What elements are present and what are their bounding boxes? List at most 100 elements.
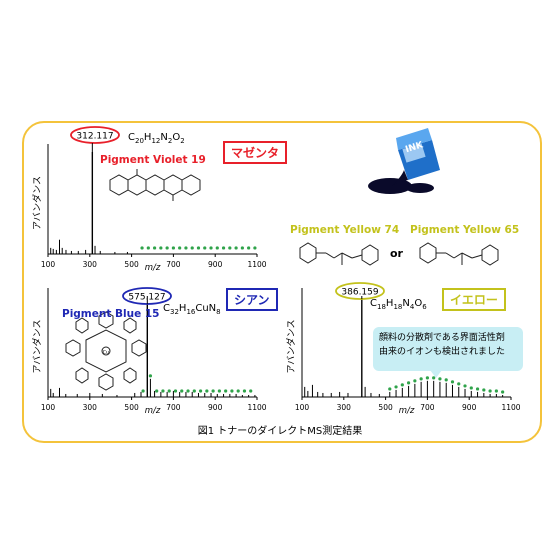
formula-part: 2: [180, 137, 185, 145]
adduct-marker: [152, 246, 157, 250]
formula-part: 20: [134, 137, 144, 145]
x-tick-label: 700: [420, 403, 435, 412]
formula-part: 6: [422, 303, 427, 311]
pigment-blue-15-name: Pigment Blue 15: [62, 308, 160, 320]
magenta-label: マゼンタ: [223, 141, 288, 164]
x-tick-label: 1100: [247, 403, 266, 412]
adduct-marker: [501, 390, 505, 394]
formula-part: H: [143, 132, 152, 143]
adduct-marker: [155, 389, 159, 393]
x-axis-label: m/z: [145, 263, 161, 273]
formula-part: 18: [376, 303, 386, 311]
adduct-marker: [192, 389, 196, 393]
formula-part: 8: [216, 308, 221, 316]
cyan-formula: C32H16CuN8: [163, 303, 221, 316]
adduct-marker: [488, 389, 492, 393]
adduct-marker: [438, 377, 442, 381]
x-axis-label: m/z: [399, 406, 415, 416]
adduct-marker: [463, 384, 467, 388]
adduct-marker: [444, 378, 448, 382]
adduct-marker: [140, 246, 144, 250]
adduct-marker: [173, 389, 178, 393]
or-conjunction: or: [390, 247, 403, 260]
adduct-marker: [475, 387, 480, 391]
x-tick-label: 900: [208, 403, 223, 412]
x-tick-label: 100: [41, 260, 56, 269]
formula-part: 12: [151, 137, 161, 145]
formula-part: N: [402, 298, 410, 309]
base-peak-circle: [335, 282, 385, 300]
x-tick-label: 900: [462, 403, 477, 412]
x-tick-label: 900: [208, 260, 223, 269]
adduct-marker: [236, 389, 240, 393]
formula-part: 18: [393, 303, 403, 311]
x-tick-label: 500: [124, 260, 139, 269]
pigment-violet-19-name: Pigment Violet 19: [100, 154, 206, 166]
note-pointer: [430, 370, 442, 378]
adduct-marker: [159, 246, 163, 250]
adduct-marker: [198, 389, 203, 393]
base-peak-label: 312.117: [76, 132, 113, 142]
adduct-marker: [196, 246, 201, 250]
adduct-marker: [209, 246, 213, 250]
adduct-marker: [221, 246, 226, 250]
adduct-marker: [141, 389, 145, 393]
pigment-yellow-65-name: Pigment Yellow 65: [410, 224, 520, 236]
y-axis-label: アバンダンス: [31, 320, 43, 374]
x-tick-label: 700: [166, 403, 181, 412]
adduct-marker: [228, 246, 232, 250]
adduct-marker: [165, 246, 169, 250]
adduct-marker: [171, 246, 175, 250]
cyan-label: シアン: [226, 288, 278, 311]
adduct-marker: [413, 379, 417, 383]
cu-atom-label: Cu: [103, 350, 110, 356]
adduct-marker: [178, 246, 182, 250]
adduct-marker: [249, 389, 253, 393]
adduct-marker: [224, 389, 228, 393]
figure-caption: 図1 トナーのダイレクトMS測定結果: [197, 426, 363, 437]
pigment-violet-19-structure: [109, 169, 201, 201]
x-tick-label: 100: [41, 403, 56, 412]
adduct-marker: [247, 246, 251, 250]
adduct-marker: [457, 382, 461, 386]
formula-part: 32: [169, 308, 179, 316]
y-axis-label: アバンダンス: [285, 320, 297, 374]
surfactant-note: 顔料の分散剤である界面活性剤 由来のイオンも検出されました: [373, 327, 523, 371]
adduct-marker: [419, 377, 423, 381]
x-tick-label: 700: [166, 260, 181, 269]
adduct-marker: [450, 380, 455, 384]
x-tick-label: 300: [83, 403, 98, 412]
magenta-formula: C20H12N2O2: [128, 132, 185, 145]
formula-part: H: [385, 298, 394, 309]
adduct-marker: [186, 389, 190, 393]
adduct-marker: [211, 389, 215, 393]
x-tick-label: 300: [337, 403, 352, 412]
base-peak-circle: [70, 126, 120, 144]
x-tick-label: 1100: [247, 260, 266, 269]
adduct-marker: [167, 389, 171, 393]
y-axis-label: アバンダンス: [31, 176, 43, 230]
formula-part: C: [128, 132, 135, 143]
formula-part: C: [370, 298, 377, 309]
adduct-marker: [400, 383, 404, 387]
formula-part: N: [160, 132, 168, 143]
adduct-marker: [190, 246, 194, 250]
adduct-marker: [394, 385, 398, 389]
yellow-formula: C18H18N4O6: [370, 298, 427, 311]
pigment-blue-15-structure: [65, 311, 147, 391]
note-line-2: 由来のイオンも検出されました: [379, 347, 506, 357]
yellow-label: イエロー: [442, 288, 506, 311]
adduct-marker: [469, 386, 473, 390]
adduct-marker: [242, 389, 247, 393]
adduct-marker: [215, 246, 219, 250]
adduct-marker: [230, 389, 234, 393]
pigment-yellow-65-structure: [419, 242, 499, 266]
adduct-marker: [406, 381, 411, 385]
adduct-marker: [494, 389, 498, 393]
x-tick-label: 1100: [501, 403, 520, 412]
formula-part: 16: [186, 308, 196, 316]
x-tick-label: 300: [83, 260, 98, 269]
adduct-marker: [217, 389, 221, 393]
formula-part: O: [172, 132, 181, 143]
